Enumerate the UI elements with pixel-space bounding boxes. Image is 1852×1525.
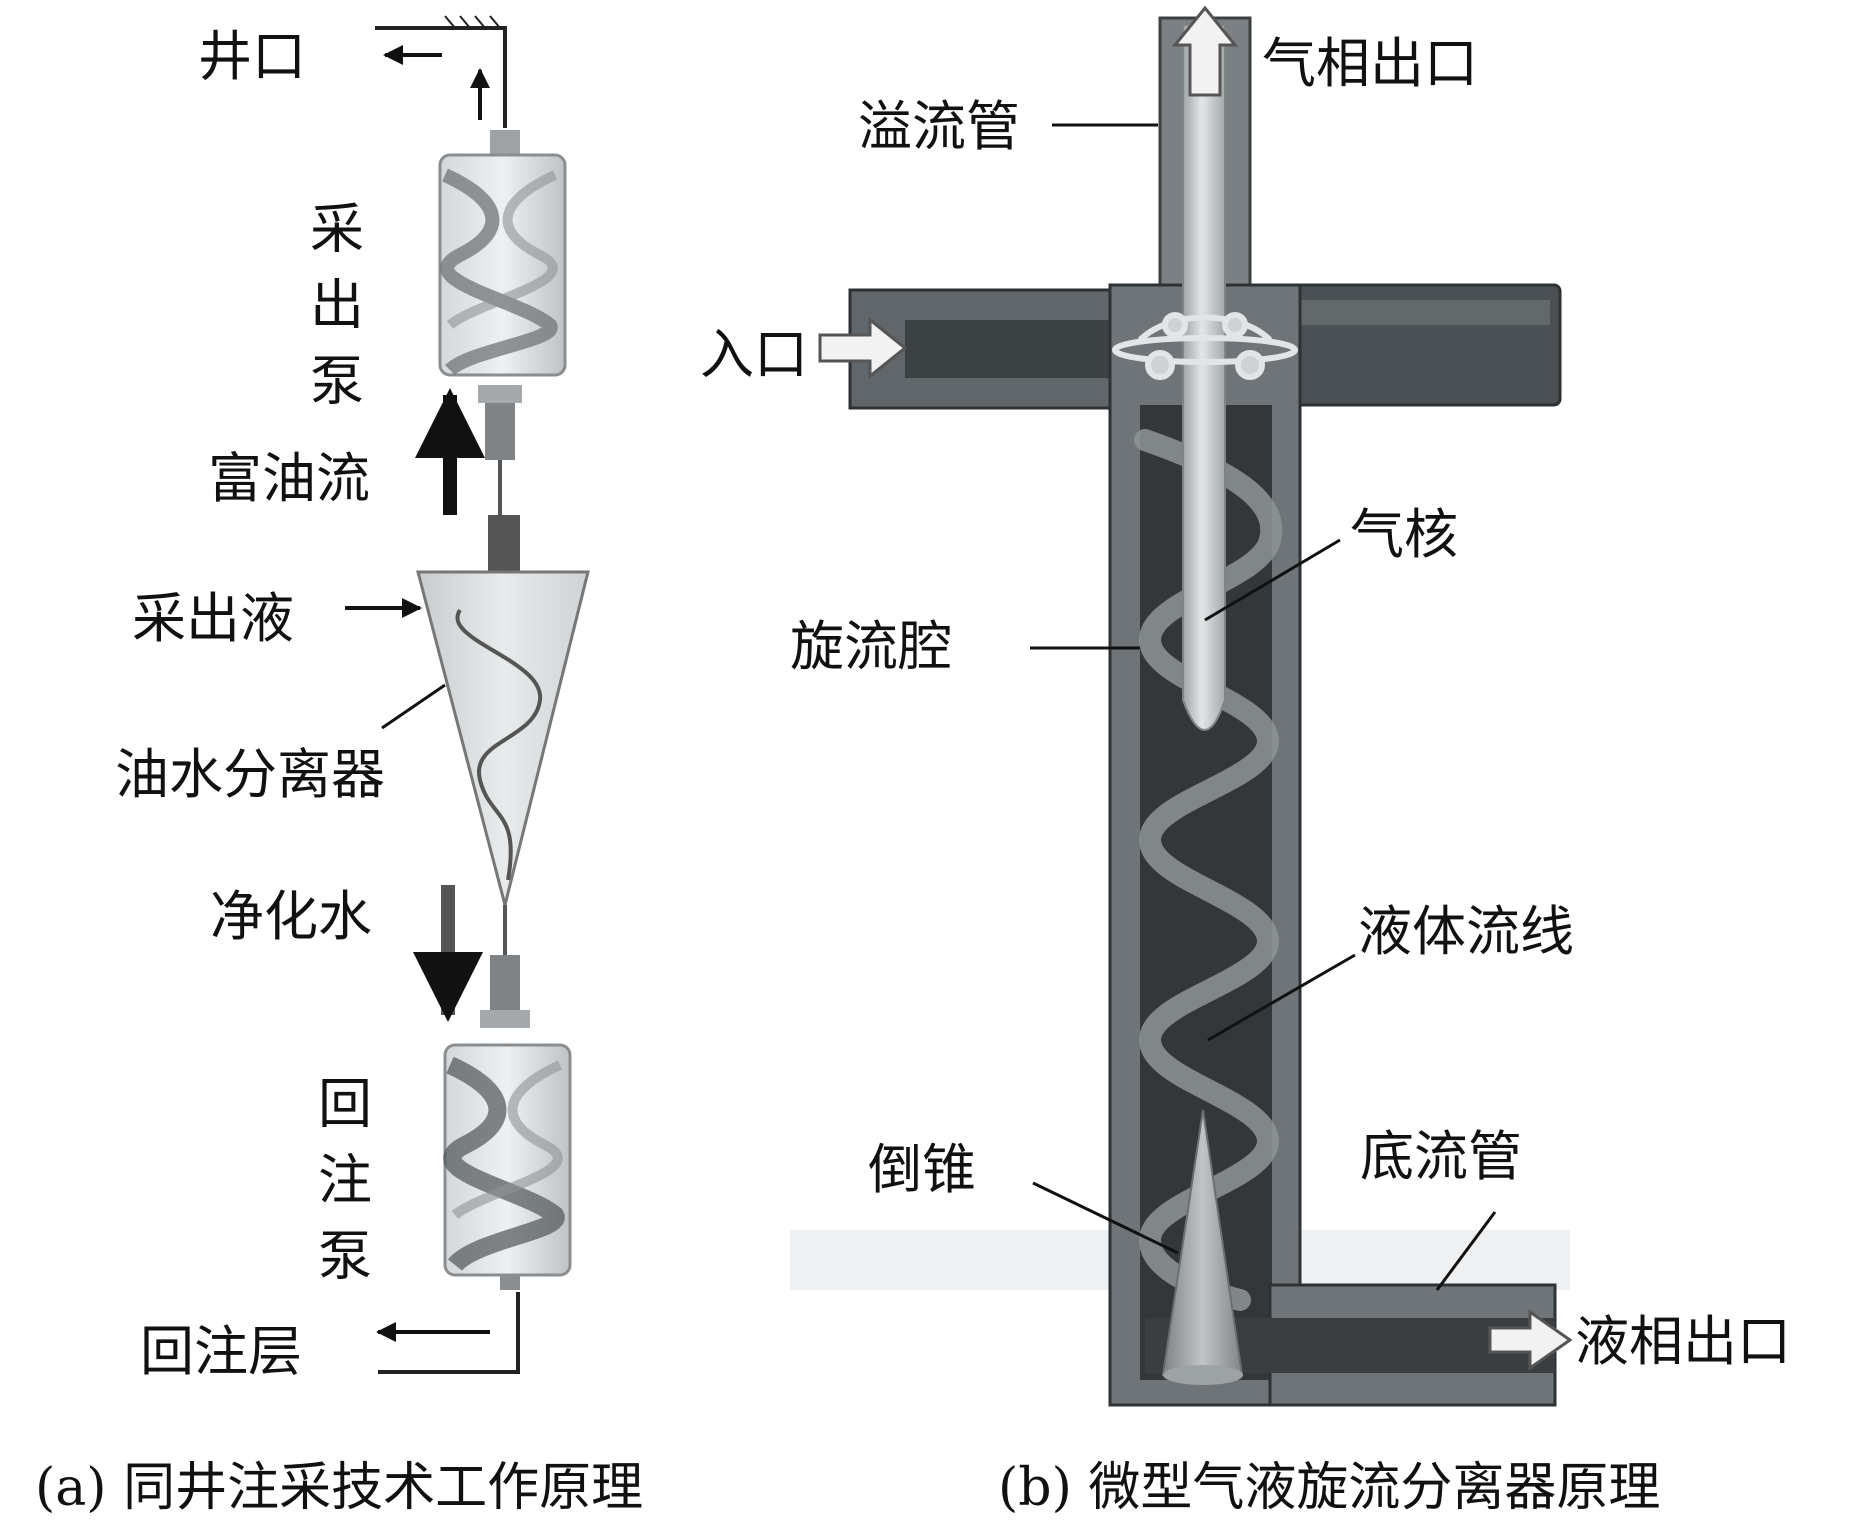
liquid-outlet-label: 液相出口	[1575, 1310, 1791, 1373]
separator-leader	[381, 683, 446, 730]
swirl-chamber-label: 旋流腔	[790, 615, 952, 678]
underflow-pipe-label: 底流管	[1360, 1125, 1522, 1188]
right-pipe-highlight	[1290, 300, 1550, 325]
liquid-streamline-label: 液体流线	[1358, 900, 1574, 963]
overflow-pipe-label: 溢流管	[858, 95, 1020, 158]
oil-water-separator-cone	[416, 515, 590, 960]
panel-a-caption: (a) 同井注采技术工作原理	[35, 1458, 643, 1518]
reinjection-layer-label: 回注层	[140, 1320, 302, 1383]
reinjection-pump-label: 回注泵	[309, 1075, 372, 1303]
wellhead-label: 井口	[198, 25, 306, 88]
gas-core-label: 气核	[1350, 503, 1458, 566]
purified-water-label: 净化水	[210, 885, 372, 948]
panel-a: 井口 采出泵 富油流 采出液 油水分离器 净化水 回注泵 回注层 (a) 同井注…	[35, 15, 643, 1518]
wellhead-hatch	[444, 15, 501, 29]
reinjection-pump	[443, 955, 572, 1290]
inlet-arrow	[818, 316, 908, 380]
inverted-cone-base	[1163, 1365, 1243, 1385]
oil-rich-flow-label: 富油流	[208, 447, 370, 510]
produced-fluid-label: 采出液	[132, 587, 294, 650]
panel-b-caption: (b) 微型气液旋流分离器原理	[998, 1458, 1660, 1518]
production-pump	[438, 130, 567, 515]
gas-core	[1182, 24, 1226, 731]
swirl-vanes	[1112, 312, 1298, 380]
gas-outlet-arrow	[1171, 5, 1239, 97]
liquid-streamline-leader	[1207, 953, 1356, 1042]
underflow-pipe-leader	[1435, 1211, 1497, 1291]
wellhead-pipe	[375, 26, 507, 128]
inverted-cone-leader	[1032, 1181, 1179, 1255]
inverted-cone-label: 倒锥	[868, 1138, 976, 1201]
liquid-outlet-arrow	[1488, 1309, 1573, 1371]
production-pump-label: 采出泵	[301, 200, 364, 428]
gas-core-leader	[1204, 538, 1341, 622]
inlet-label: 入口	[700, 323, 808, 386]
panel-b: 溢流管 气相出口 入口 气核 旋流腔 液体流线 倒锥 底流管 液相出口 (b) …	[700, 5, 1791, 1518]
gas-outlet-label: 气相出口	[1262, 32, 1478, 95]
reinjection-pipe	[378, 1292, 520, 1374]
oil-water-separator-label: 油水分离器	[115, 743, 385, 806]
